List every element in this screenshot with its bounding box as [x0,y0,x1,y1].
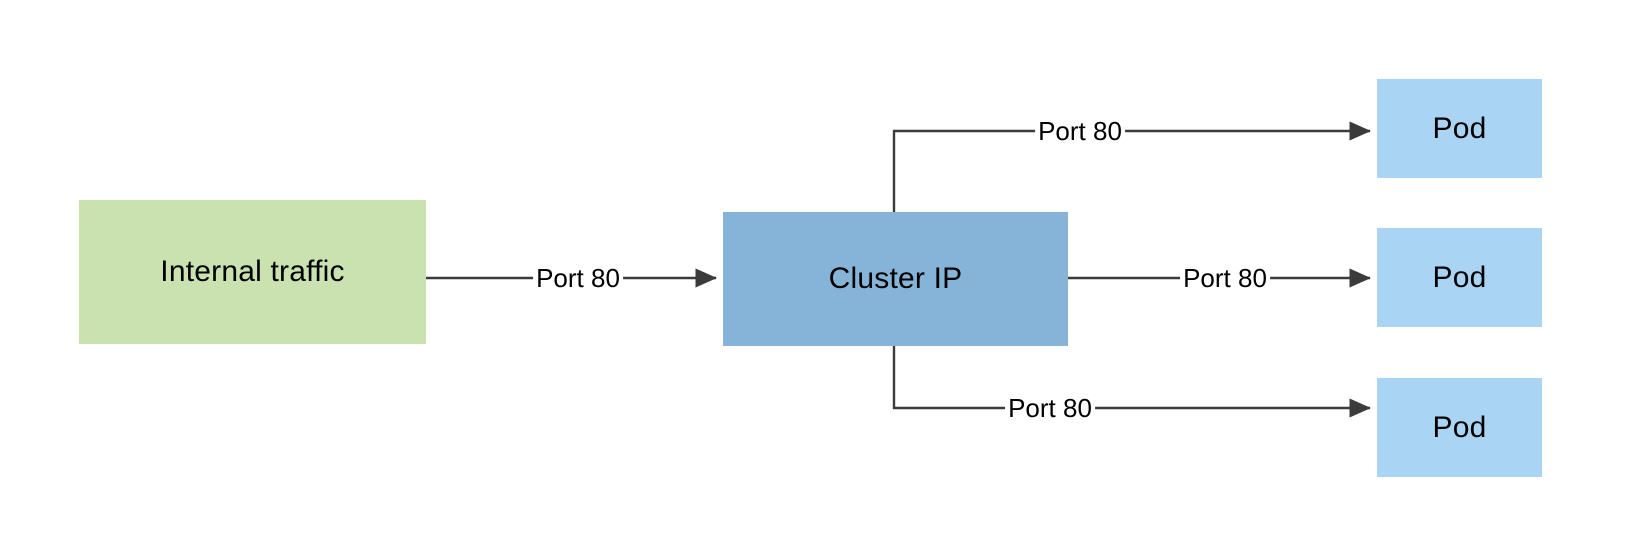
node-internal-traffic-label: Internal traffic [160,255,345,288]
node-pod-3[interactable]: Pod [1377,378,1542,477]
edge-label-internal-to-cluster: Port 80 [533,265,623,291]
edge-label-cluster-to-pod-3: Port 80 [1005,395,1095,421]
edge-label-cluster-to-pod-2: Port 80 [1180,265,1270,291]
node-pod-2-label: Pod [1432,260,1487,294]
edge-cluster-to-pod-1-line [892,121,1371,212]
node-internal-traffic[interactable]: Internal traffic [79,200,426,344]
edge-label-cluster-to-pod-1: Port 80 [1035,118,1125,144]
node-pod-1[interactable]: Pod [1377,79,1542,178]
edge-cluster-to-pod-3-line [892,346,1371,418]
node-pod-1-label: Pod [1432,111,1487,145]
node-pod-2[interactable]: Pod [1377,228,1542,327]
node-cluster-ip-label: Cluster IP [828,262,963,295]
node-pod-3-label: Pod [1432,410,1487,444]
node-cluster-ip[interactable]: Cluster IP [723,212,1068,346]
